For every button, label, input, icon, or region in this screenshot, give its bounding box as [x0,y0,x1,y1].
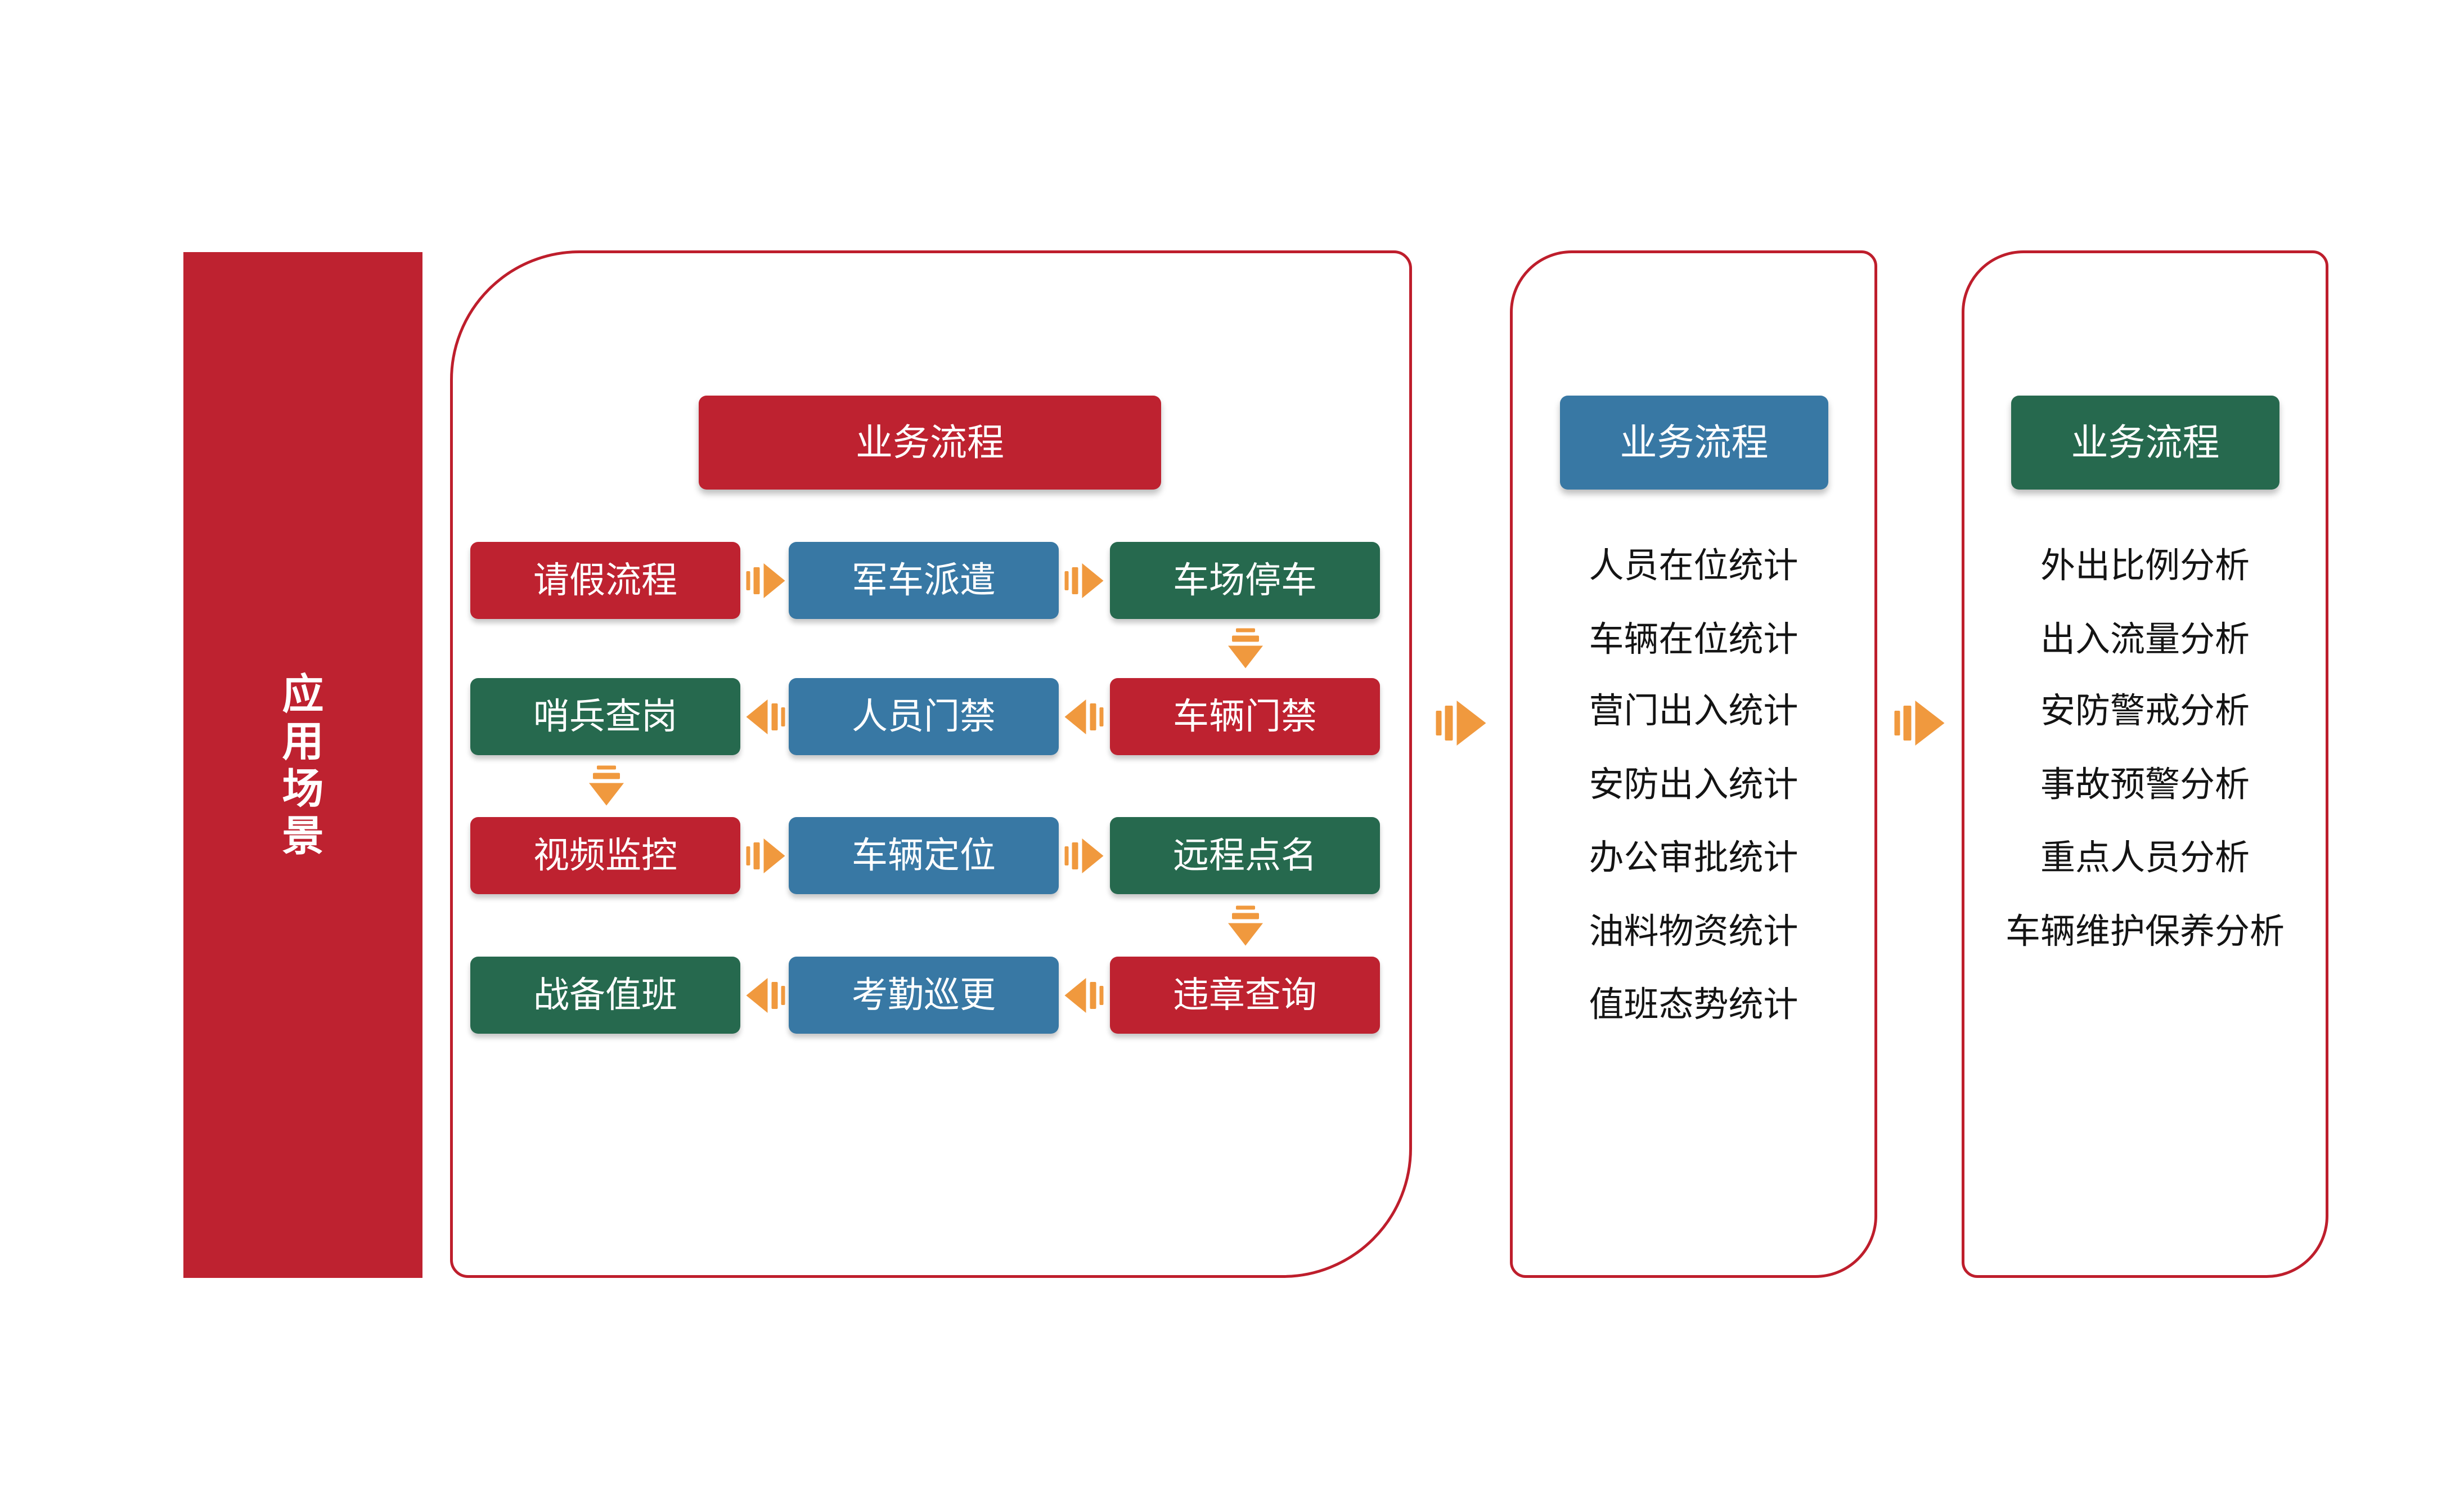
flow-box-attendance-patrol: 考勤巡更 [789,957,1059,1034]
business-flow-panel-header: 业务流程 [699,396,1161,490]
stat-item: 值班态势统计 [1589,985,1798,1024]
flow-arrow-right-icon [1064,838,1104,873]
statistics-panel-header: 业务流程 [1560,396,1828,490]
flow-arrow-down-icon [589,765,624,806]
stat-item: 安防出入统计 [1589,765,1798,804]
flow-box-personnel-access-control: 人员门禁 [789,678,1059,755]
flow-arrow-left-icon [746,978,785,1013]
flow-box-military-vehicle-dispatch: 军车派遣 [789,542,1059,619]
panel-connector-arrow-icon [1894,701,1945,746]
flow-arrow-down-icon [1228,905,1263,946]
analysis-panel-header: 业务流程 [2011,396,2279,490]
stat-item: 车辆在位统计 [1589,620,1798,659]
analysis-item: 事故预警分析 [2040,765,2250,804]
stat-item: 营门出入统计 [1589,692,1798,730]
flow-arrow-left-icon [1064,699,1104,734]
flow-arrow-left-icon [746,699,785,734]
application-scenarios-bar [183,252,422,1278]
flow-box-video-surveillance: 视频监控 [470,817,740,894]
flow-box-violation-query: 违章查询 [1110,957,1380,1034]
analysis-item: 车辆维护保养分析 [2005,912,2285,951]
stat-item: 油料物资统计 [1589,912,1798,951]
flow-box-vehicle-access-control: 车辆门禁 [1110,678,1380,755]
stat-item: 办公审批统计 [1589,838,1798,877]
flow-arrow-right-icon [746,563,785,598]
analysis-item: 安防警戒分析 [2040,692,2250,730]
flow-arrow-down-icon [1228,628,1263,669]
analysis-item: 出入流量分析 [2040,620,2250,659]
application-scenarios-char: 应 [282,671,324,717]
flow-box-vehicle-positioning: 车辆定位 [789,817,1059,894]
application-scenarios-label: 应 用 场 景 [183,671,422,860]
flow-arrow-left-icon [1064,978,1104,1013]
flow-box-remote-rollcall: 远程点名 [1110,817,1380,894]
flow-arrow-right-icon [746,838,785,873]
flow-box-leave-request: 请假流程 [470,542,740,619]
flow-box-combat-readiness-duty: 战备值班 [470,957,740,1034]
application-scenarios-char: 景 [282,813,324,859]
analysis-item: 外出比例分析 [2040,546,2250,585]
stat-item: 人员在位统计 [1589,546,1798,585]
panel-connector-arrow-icon [1436,701,1486,746]
flow-box-parking-lot: 车场停车 [1110,542,1380,619]
application-scenarios-char: 场 [282,765,324,812]
analysis-item: 重点人员分析 [2040,838,2250,877]
flow-box-sentry-check: 哨兵查岗 [470,678,740,755]
application-scenarios-char: 用 [282,718,324,765]
flow-arrow-right-icon [1064,563,1104,598]
